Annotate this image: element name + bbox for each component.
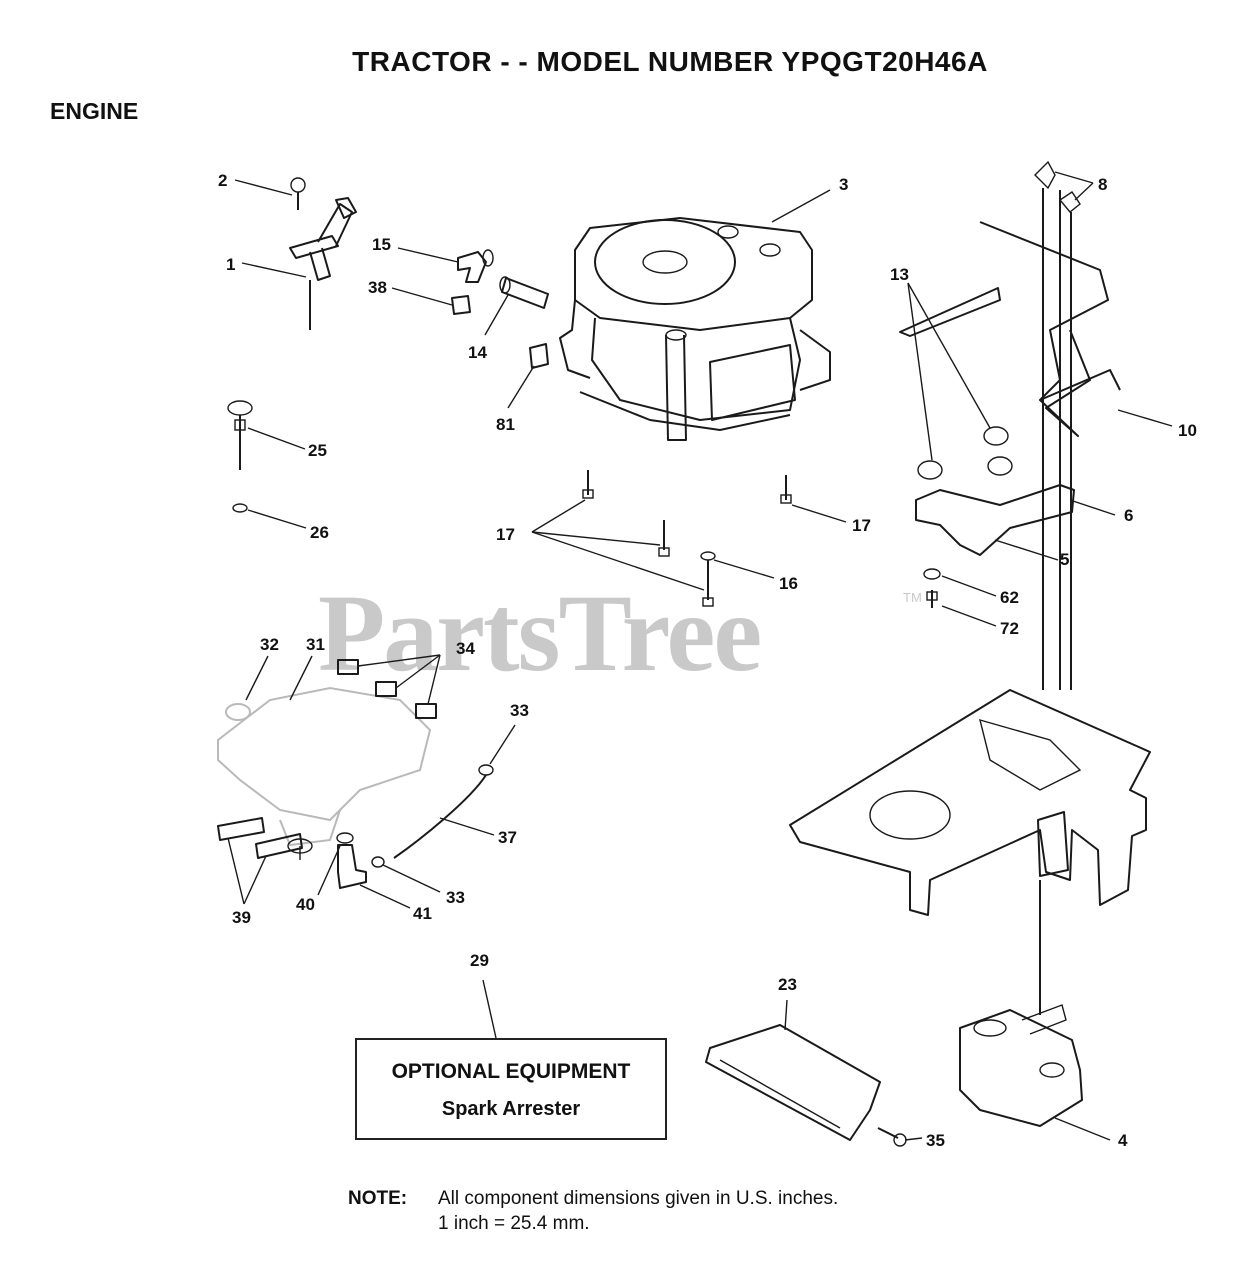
callout-32[interactable]: 32: [260, 635, 279, 654]
callout-5[interactable]: 5: [1060, 550, 1069, 569]
dipstick-part[interactable]: [227, 400, 253, 513]
oil-filter-adapter-part[interactable]: [217, 659, 437, 860]
callout-6[interactable]: 6: [1124, 506, 1133, 525]
callout-1[interactable]: 1: [226, 255, 235, 274]
watermark-trademark: TM: [903, 590, 922, 605]
engine-part[interactable]: [559, 217, 831, 441]
callout-17b[interactable]: 17: [852, 516, 871, 535]
optional-equipment-box: OPTIONAL EQUIPMENT Spark Arrester: [355, 1038, 667, 1140]
callout-labels: 1 2 3 4 5 6 8 10 13 14 15 16 17 17 23 25…: [218, 171, 1197, 1150]
heat-shield-part[interactable]: [899, 160, 1121, 690]
callout-81[interactable]: 81: [496, 415, 515, 434]
callout-34[interactable]: 34: [456, 639, 475, 658]
callout-25[interactable]: 25: [308, 441, 327, 460]
callout-4[interactable]: 4: [1118, 1131, 1128, 1150]
callout-33b[interactable]: 33: [446, 888, 465, 907]
exhaust-manifold-part[interactable]: [915, 426, 1075, 608]
callout-3[interactable]: 3: [839, 175, 848, 194]
callout-31[interactable]: 31: [306, 635, 325, 654]
callout-62[interactable]: 62: [1000, 588, 1019, 607]
engine-mount-bolts[interactable]: [582, 470, 792, 607]
callout-10[interactable]: 10: [1178, 421, 1197, 440]
callout-17a[interactable]: 17: [496, 525, 515, 544]
callout-41[interactable]: 41: [413, 904, 432, 923]
callout-38[interactable]: 38: [368, 278, 387, 297]
tractor-frame: [789, 689, 1151, 916]
callout-72[interactable]: 72: [1000, 619, 1019, 638]
callout-39[interactable]: 39: [232, 908, 251, 927]
callout-37[interactable]: 37: [498, 828, 517, 847]
callout-13[interactable]: 13: [890, 265, 909, 284]
callout-16[interactable]: 16: [779, 574, 798, 593]
callout-40[interactable]: 40: [296, 895, 315, 914]
page-title: TRACTOR - - MODEL NUMBER YPQGT20H46A: [352, 46, 988, 77]
leader-lines: [227, 171, 1173, 1141]
callout-15[interactable]: 15: [372, 235, 391, 254]
callout-29[interactable]: 29: [470, 951, 489, 970]
oil-drain-hose-part[interactable]: [336, 764, 494, 889]
callout-23[interactable]: 23: [778, 975, 797, 994]
optional-equipment-title: OPTIONAL EQUIPMENT: [391, 1060, 631, 1083]
muffler-part[interactable]: [959, 880, 1083, 1127]
section-title: ENGINE: [50, 98, 139, 124]
callout-33a[interactable]: 33: [510, 701, 529, 720]
optional-equipment-item: Spark Arrester: [441, 1098, 581, 1120]
callout-26[interactable]: 26: [310, 523, 329, 542]
note-text-line2: 1 inch = 25.4 mm.: [438, 1213, 590, 1234]
callout-35[interactable]: 35: [926, 1131, 945, 1150]
callout-2[interactable]: 2: [218, 171, 227, 190]
callout-14[interactable]: 14: [468, 343, 487, 362]
oil-drain-fittings[interactable]: [451, 249, 549, 369]
note-text-line1: All component dimensions given in U.S. i…: [438, 1188, 839, 1209]
note-label: NOTE:: [348, 1188, 408, 1209]
spark-arrester-part[interactable]: [705, 1024, 907, 1147]
callout-8[interactable]: 8: [1098, 175, 1107, 194]
watermark-logo: PartsTree: [318, 572, 762, 694]
throttle-control-part[interactable]: [289, 177, 357, 330]
